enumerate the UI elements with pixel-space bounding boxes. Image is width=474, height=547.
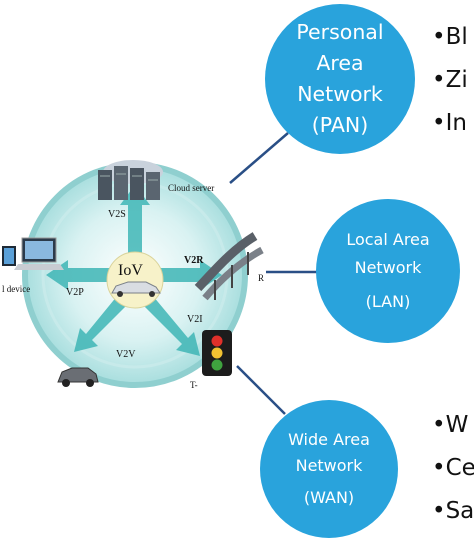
- pan-bubble: Personal Area Network (PAN): [265, 4, 415, 154]
- wan-bullet-list: W Ce Sa: [432, 404, 474, 533]
- link-label-v2r: V2R: [184, 255, 204, 266]
- lan-label-line1: Local Area: [346, 230, 430, 249]
- pan-bullet-item: Bl: [432, 16, 468, 59]
- pan-label-line3: Network: [297, 82, 383, 106]
- arrow-v2p: [46, 260, 120, 290]
- lan-bubble: Local Area Network (LAN): [316, 199, 460, 343]
- laptop-icon: [2, 237, 64, 270]
- arrow-v2v: [74, 290, 132, 352]
- link-label-v2v: V2V: [116, 349, 136, 360]
- link-arrows: [46, 185, 222, 356]
- cloud-server-label: Cloud server: [168, 183, 215, 193]
- link-label-v2i: V2I: [187, 314, 203, 325]
- wan-label-line3: (WAN): [303, 488, 355, 507]
- wan-label-line1: Wide Area: [288, 430, 370, 449]
- pan-bullet-list: Bl Zi In: [432, 16, 468, 145]
- arrow-v2i: [138, 290, 200, 356]
- hub-label: IoV: [118, 262, 143, 279]
- wan-bullet-item: W: [432, 404, 474, 447]
- lan-label-line2: Network: [354, 258, 422, 277]
- link-label-v2p: V2P: [66, 287, 84, 298]
- connector-pan: [229, 132, 289, 184]
- vehicle-icon: [57, 367, 99, 387]
- device-label: l device: [2, 284, 31, 294]
- arrow-v2s: [120, 185, 150, 262]
- pan-label-line4: (PAN): [311, 113, 369, 137]
- traffic-light-icon: [202, 330, 232, 376]
- iov-diagram: [2, 160, 264, 388]
- wan-label-line2: Network: [295, 456, 363, 475]
- pan-label-line1: Personal: [296, 20, 384, 44]
- road-icon: [194, 232, 264, 301]
- link-label-v2s: V2S: [108, 209, 126, 220]
- connector-wan: [236, 365, 286, 415]
- road-label: R: [258, 273, 265, 283]
- pan-bullet-item: Zi: [432, 59, 468, 102]
- pan-label-line2: Area: [316, 51, 364, 75]
- wan-bullet-item: Ce: [432, 447, 474, 490]
- lan-label-line3: (LAN): [365, 292, 411, 311]
- iov-hub: [106, 251, 164, 309]
- wan-bubble: Wide Area Network (WAN): [260, 400, 398, 538]
- wan-bullet-item: Sa: [432, 490, 474, 533]
- car-icon: [111, 281, 161, 297]
- cloud-server-icon: [98, 160, 163, 200]
- pan-bullet-item: In: [432, 102, 468, 145]
- traffic-label: T-: [190, 380, 198, 390]
